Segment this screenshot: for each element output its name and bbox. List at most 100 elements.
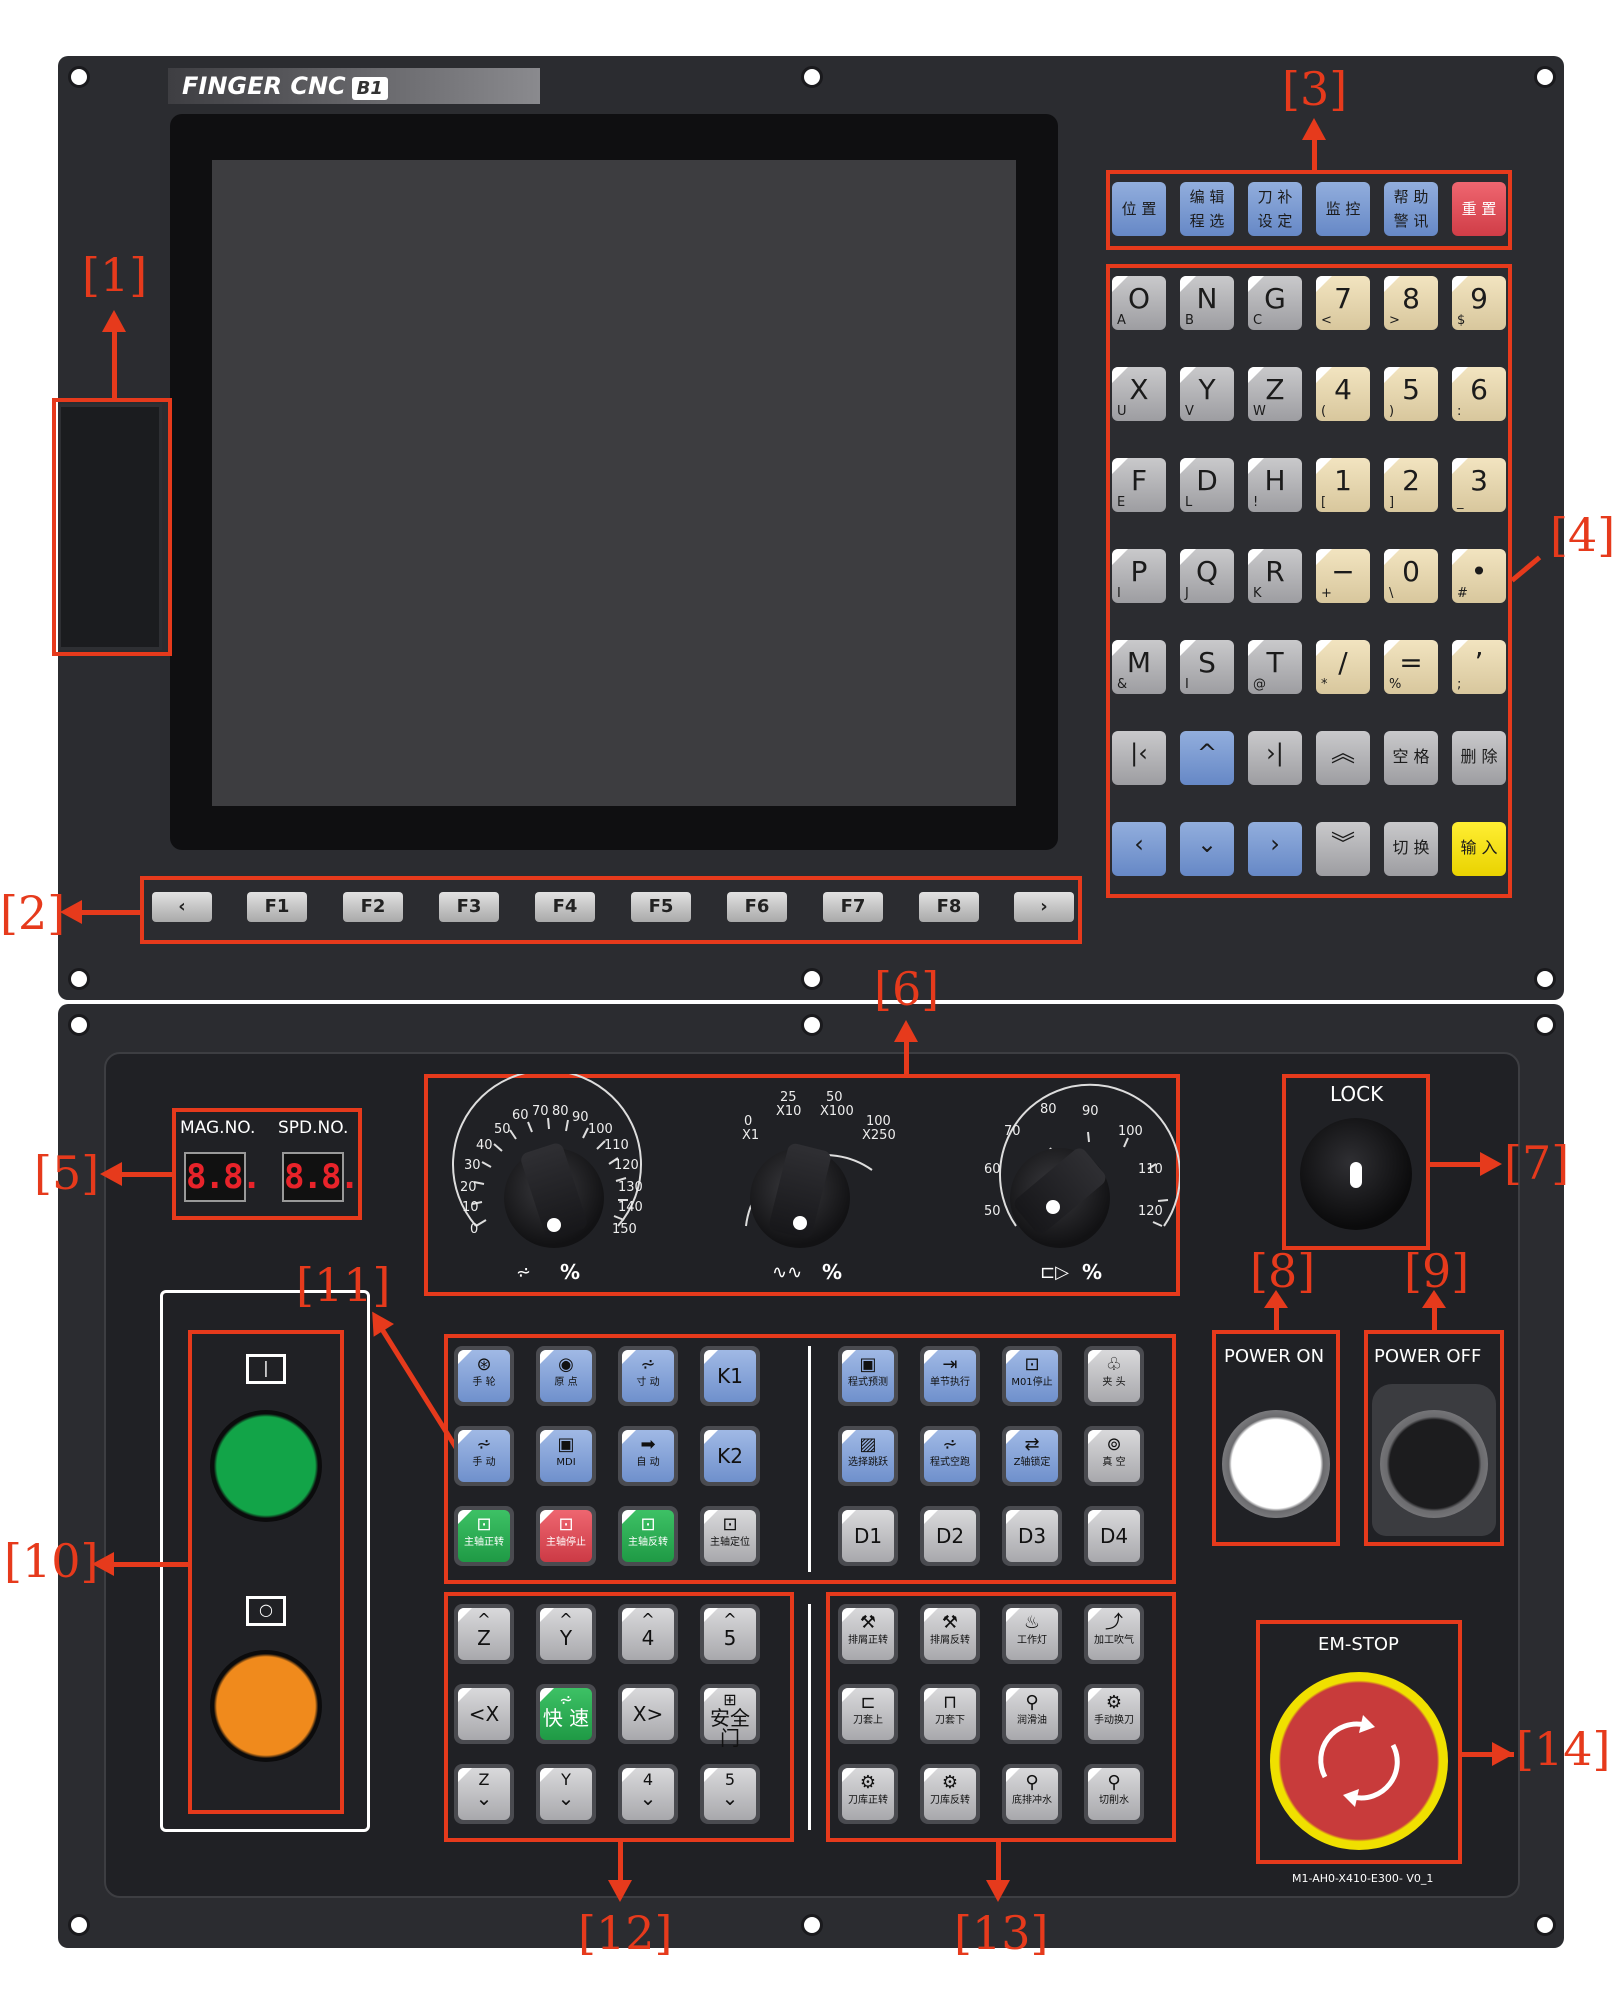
mode-button[interactable]: ⊡主轴正转 [454, 1506, 514, 1566]
prog-button[interactable]: D2 [920, 1506, 980, 1566]
key-0[interactable]: 0\ [1384, 549, 1438, 603]
cursor-right-key[interactable]: › [1248, 822, 1302, 876]
prog-button[interactable]: ▨选择跳跃 [838, 1426, 898, 1486]
mode-button[interactable]: K2 [700, 1426, 760, 1486]
aux-button[interactable]: ⤴加工吹气 [1084, 1604, 1144, 1664]
jog-button[interactable]: ⩫快 速 [536, 1684, 596, 1744]
key-=[interactable]: =% [1384, 640, 1438, 694]
key-T[interactable]: T@ [1248, 640, 1302, 694]
reset-key[interactable]: 重 置 [1452, 182, 1506, 236]
softkey-f4[interactable]: F4 [535, 892, 595, 922]
key-M[interactable]: M& [1112, 640, 1166, 694]
cursor-left-key[interactable]: ‹ [1112, 822, 1166, 876]
softkey-f6[interactable]: F6 [727, 892, 787, 922]
aux-button[interactable]: ⚒排屑正转 [838, 1604, 898, 1664]
jog-button[interactable]: ^Z [454, 1604, 514, 1664]
jog-button[interactable]: ⊞安全门 [700, 1684, 760, 1748]
mode-button[interactable]: ⊡主轴停止 [536, 1506, 596, 1566]
jog-button[interactable]: <X [454, 1684, 514, 1744]
jog-button[interactable]: ^5 [700, 1604, 760, 1664]
key-•[interactable]: •# [1452, 549, 1506, 603]
prog-button[interactable]: ⊡M01停止 [1002, 1346, 1062, 1406]
softkey-f7[interactable]: F7 [823, 892, 883, 922]
prog-button[interactable]: ⇄Z轴锁定 [1002, 1426, 1062, 1486]
input-key[interactable]: 输 入 [1452, 822, 1506, 876]
aux-button[interactable]: ⚙刀库正转 [838, 1764, 898, 1824]
key-7[interactable]: 7< [1316, 276, 1370, 330]
key-’[interactable]: ’; [1452, 640, 1506, 694]
space-key[interactable]: 空 格 [1384, 731, 1438, 785]
jog-button[interactable]: X> [618, 1684, 678, 1744]
aux-button[interactable]: ⚲润滑油 [1002, 1684, 1062, 1744]
softkey-prev[interactable]: ‹ [152, 892, 212, 922]
key-−[interactable]: −+ [1316, 549, 1370, 603]
aux-button[interactable]: ⚙手动换刀 [1084, 1684, 1144, 1744]
power-on-button[interactable] [1222, 1410, 1330, 1518]
prog-button[interactable]: ♧夹 头 [1084, 1346, 1144, 1406]
key-3[interactable]: 3_ [1452, 458, 1506, 512]
softkey-f3[interactable]: F3 [439, 892, 499, 922]
usb-slot[interactable] [58, 404, 162, 650]
jog-button[interactable]: ^4 [618, 1604, 678, 1664]
mode-button[interactable]: ➡自 动 [618, 1426, 678, 1486]
prog-button[interactable]: ⊚真 空 [1084, 1426, 1144, 1486]
mode-button[interactable]: ⩫寸 动 [618, 1346, 678, 1406]
handwheel-rate-knob[interactable] [750, 1142, 850, 1248]
jog-button[interactable]: 5⌄ [700, 1764, 760, 1824]
jog-button[interactable]: ^Y [536, 1604, 596, 1664]
aux-button[interactable]: ⚙刀库反转 [920, 1764, 980, 1824]
softkey-f1[interactable]: F1 [247, 892, 307, 922]
aux-button[interactable]: ⊏刀套上 [838, 1684, 898, 1744]
aux-button[interactable]: ⊓刀套下 [920, 1684, 980, 1744]
key-6[interactable]: 6: [1452, 367, 1506, 421]
key-H[interactable]: H! [1248, 458, 1302, 512]
edit-program-key[interactable]: 编 辑程 选 [1180, 182, 1234, 236]
jog-button[interactable]: Z⌄ [454, 1764, 514, 1824]
prog-button[interactable]: D4 [1084, 1506, 1144, 1566]
aux-button[interactable]: ⚒排屑反转 [920, 1604, 980, 1664]
monitor-key[interactable]: 监 控 [1316, 182, 1370, 236]
feed-hold-button[interactable] [210, 1650, 322, 1762]
prog-button[interactable]: D3 [1002, 1506, 1062, 1566]
mode-button[interactable]: ⊡主轴定位 [700, 1506, 760, 1566]
jog-button[interactable]: 4⌄ [618, 1764, 678, 1824]
prog-button[interactable]: ▣程式预测 [838, 1346, 898, 1406]
softkey-f8[interactable]: F8 [919, 892, 979, 922]
cycle-start-button[interactable] [210, 1410, 322, 1522]
softkey-next[interactable]: › [1014, 892, 1074, 922]
power-off-button[interactable] [1380, 1410, 1488, 1518]
softkey-f2[interactable]: F2 [343, 892, 403, 922]
key-2[interactable]: 2] [1384, 458, 1438, 512]
page-down-key[interactable]: ︾ [1316, 822, 1370, 876]
position-key[interactable]: 位 置 [1112, 182, 1166, 236]
mode-button[interactable]: ◉原 点 [536, 1346, 596, 1406]
key-/[interactable]: /* [1316, 640, 1370, 694]
help-alarm-key[interactable]: 帮 助警 讯 [1384, 182, 1438, 236]
aux-button[interactable]: ⚲底排冲水 [1002, 1764, 1062, 1824]
mode-button[interactable]: ⊛手 轮 [454, 1346, 514, 1406]
shift-key[interactable]: 切 换 [1384, 822, 1438, 876]
aux-button[interactable]: ⚲切削水 [1084, 1764, 1144, 1824]
key-1[interactable]: 1[ [1316, 458, 1370, 512]
tool-offset-key[interactable]: 刀 补设 定 [1248, 182, 1302, 236]
mode-button[interactable]: K1 [700, 1346, 760, 1406]
aux-button[interactable]: ♨工作灯 [1002, 1604, 1062, 1664]
page-up-key[interactable]: ︽ [1316, 731, 1370, 785]
cursor-down-key[interactable]: ⌄ [1180, 822, 1234, 876]
spindle-override-knob[interactable] [1010, 1145, 1110, 1248]
mode-button[interactable]: ⩫手 动 [454, 1426, 514, 1486]
key-4[interactable]: 4( [1316, 367, 1370, 421]
page-begin-key[interactable]: |‹ [1112, 731, 1166, 785]
delete-key[interactable]: 删 除 [1452, 731, 1506, 785]
prog-button[interactable]: D1 [838, 1506, 898, 1566]
key-9[interactable]: 9$ [1452, 276, 1506, 330]
